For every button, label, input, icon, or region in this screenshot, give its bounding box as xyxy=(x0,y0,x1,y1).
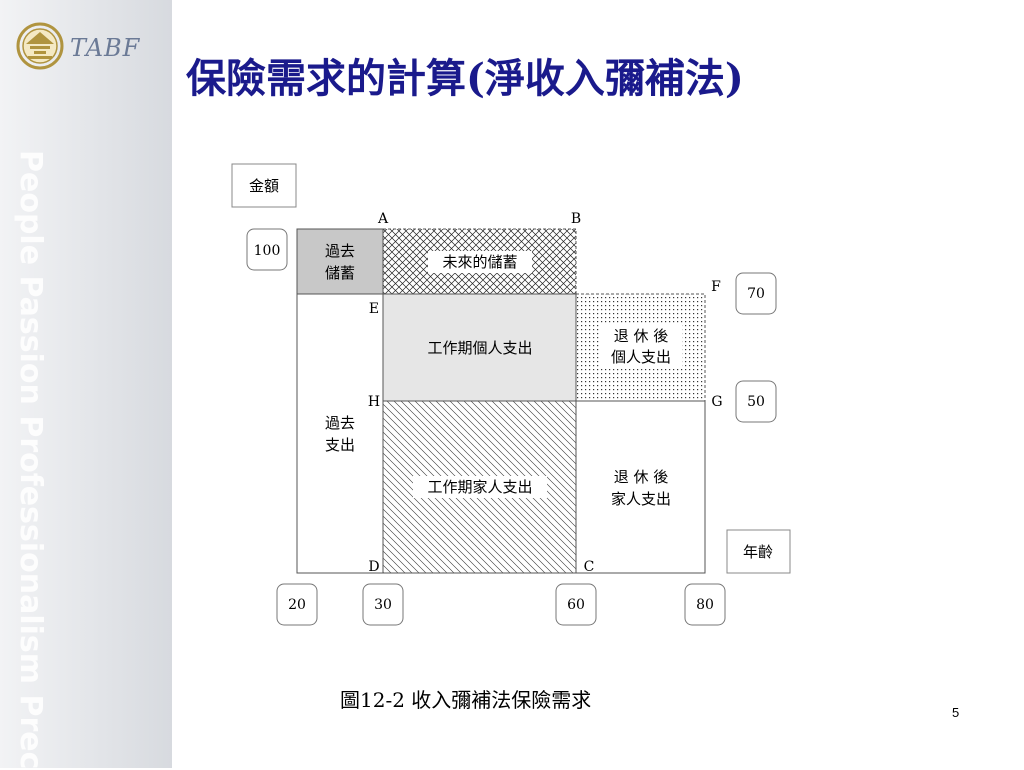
value-60: 60 xyxy=(567,597,585,613)
value-box-100 xyxy=(246,228,288,271)
point-d: D xyxy=(368,559,379,575)
retire-personal-label-2: 個人支出 xyxy=(611,348,671,366)
work-family-label: 工作期家人支出 xyxy=(427,478,532,496)
value-50: 50 xyxy=(747,394,765,410)
past-savings-label-2: 儲蓄 xyxy=(325,264,355,282)
x-axis-label-box xyxy=(726,529,791,574)
value-box-30 xyxy=(362,583,404,626)
point-b: B xyxy=(571,211,581,227)
y-axis-label: 金額 xyxy=(249,177,279,195)
value-20: 20 xyxy=(288,597,306,613)
past-spending-label-1: 過去 xyxy=(325,414,355,432)
point-c: C xyxy=(584,559,595,575)
past-spending-label-2: 支出 xyxy=(325,436,355,454)
retire-family-label-1: 退 休 後 xyxy=(614,468,669,486)
region-past-spending xyxy=(296,293,384,574)
tabf-logo xyxy=(16,22,64,70)
page-number: 5 xyxy=(952,705,960,720)
value-box-50 xyxy=(735,380,777,423)
point-e: E xyxy=(369,301,379,317)
point-g: G xyxy=(711,394,722,410)
logo-text: TABF xyxy=(70,34,141,62)
value-100: 100 xyxy=(254,243,281,259)
value-box-20 xyxy=(276,583,318,626)
work-personal-label: 工作期個人支出 xyxy=(427,339,532,357)
figure-caption: 圖12-2 收入彌補法保險需求 xyxy=(340,688,592,712)
value-box-60 xyxy=(555,583,597,626)
point-a: A xyxy=(377,211,389,227)
x-axis-label: 年齡 xyxy=(743,543,773,561)
page-title: 保險需求的計算(淨收入彌補法) xyxy=(186,55,744,102)
point-h: H xyxy=(368,394,380,410)
future-savings-label: 未來的儲蓄 xyxy=(442,253,517,271)
value-80: 80 xyxy=(696,597,714,613)
region-past-savings xyxy=(296,228,384,295)
sidebar: TABF People Passion Professionalism Prec… xyxy=(0,0,172,770)
value-30: 30 xyxy=(374,597,392,613)
sidebar-watermark: People Passion Professionalism Precision xyxy=(13,150,48,770)
value-box-80 xyxy=(684,583,726,626)
point-f: F xyxy=(711,279,721,295)
retire-personal-label-1: 退 休 後 xyxy=(614,327,669,345)
value-70: 70 xyxy=(747,286,765,302)
value-box-70 xyxy=(735,272,777,315)
region-retire-family xyxy=(575,400,706,574)
past-savings-label-1: 過去 xyxy=(325,242,355,260)
y-axis-label-box xyxy=(231,163,297,208)
retire-family-label-2: 家人支出 xyxy=(611,490,671,508)
